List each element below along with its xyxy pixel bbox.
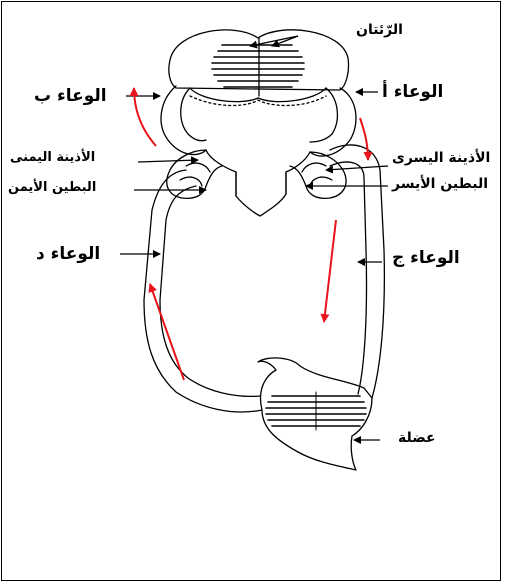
heart-outline [206,150,310,216]
left-heart [290,152,346,198]
label-vessel-a: الوعاء أ [382,82,443,102]
flow-arrow-a [360,118,368,160]
label-vessel-d: الوعاء د [36,244,100,264]
right-valve-2 [180,177,202,186]
septum [236,172,286,196]
label-vessel-c: الوعاء ج [392,248,460,268]
label-left-ventricle: البطين الأيسر [392,176,488,192]
left-valve-1 [302,163,326,172]
lung-capillaries [212,45,304,87]
left-atrium-pointer [326,166,388,170]
label-muscle: عضلة [398,430,436,446]
flow-arrow-b [134,88,156,146]
left-valve-2 [310,177,332,186]
right-valve-1 [186,163,210,172]
flow-arrow-c [324,220,336,322]
label-left-atrium: الأذينة اليسرى [392,150,490,166]
vessel-d-inner [160,186,260,396]
vessel-d-outer [144,170,262,412]
label-right-ventricle: البطين الأيمن [8,180,96,195]
vessel-c-outer [330,145,384,398]
label-right-atrium: الأذينة اليمنى [10,150,95,165]
right-atrium-pointer [138,160,198,162]
vessel-a-outer [310,88,356,156]
right-heart [167,150,222,198]
label-vessel-b: الوعاء ب [34,86,107,106]
label-lungs: الرّئتان [356,22,403,38]
flow-arrow-d [150,284,184,380]
